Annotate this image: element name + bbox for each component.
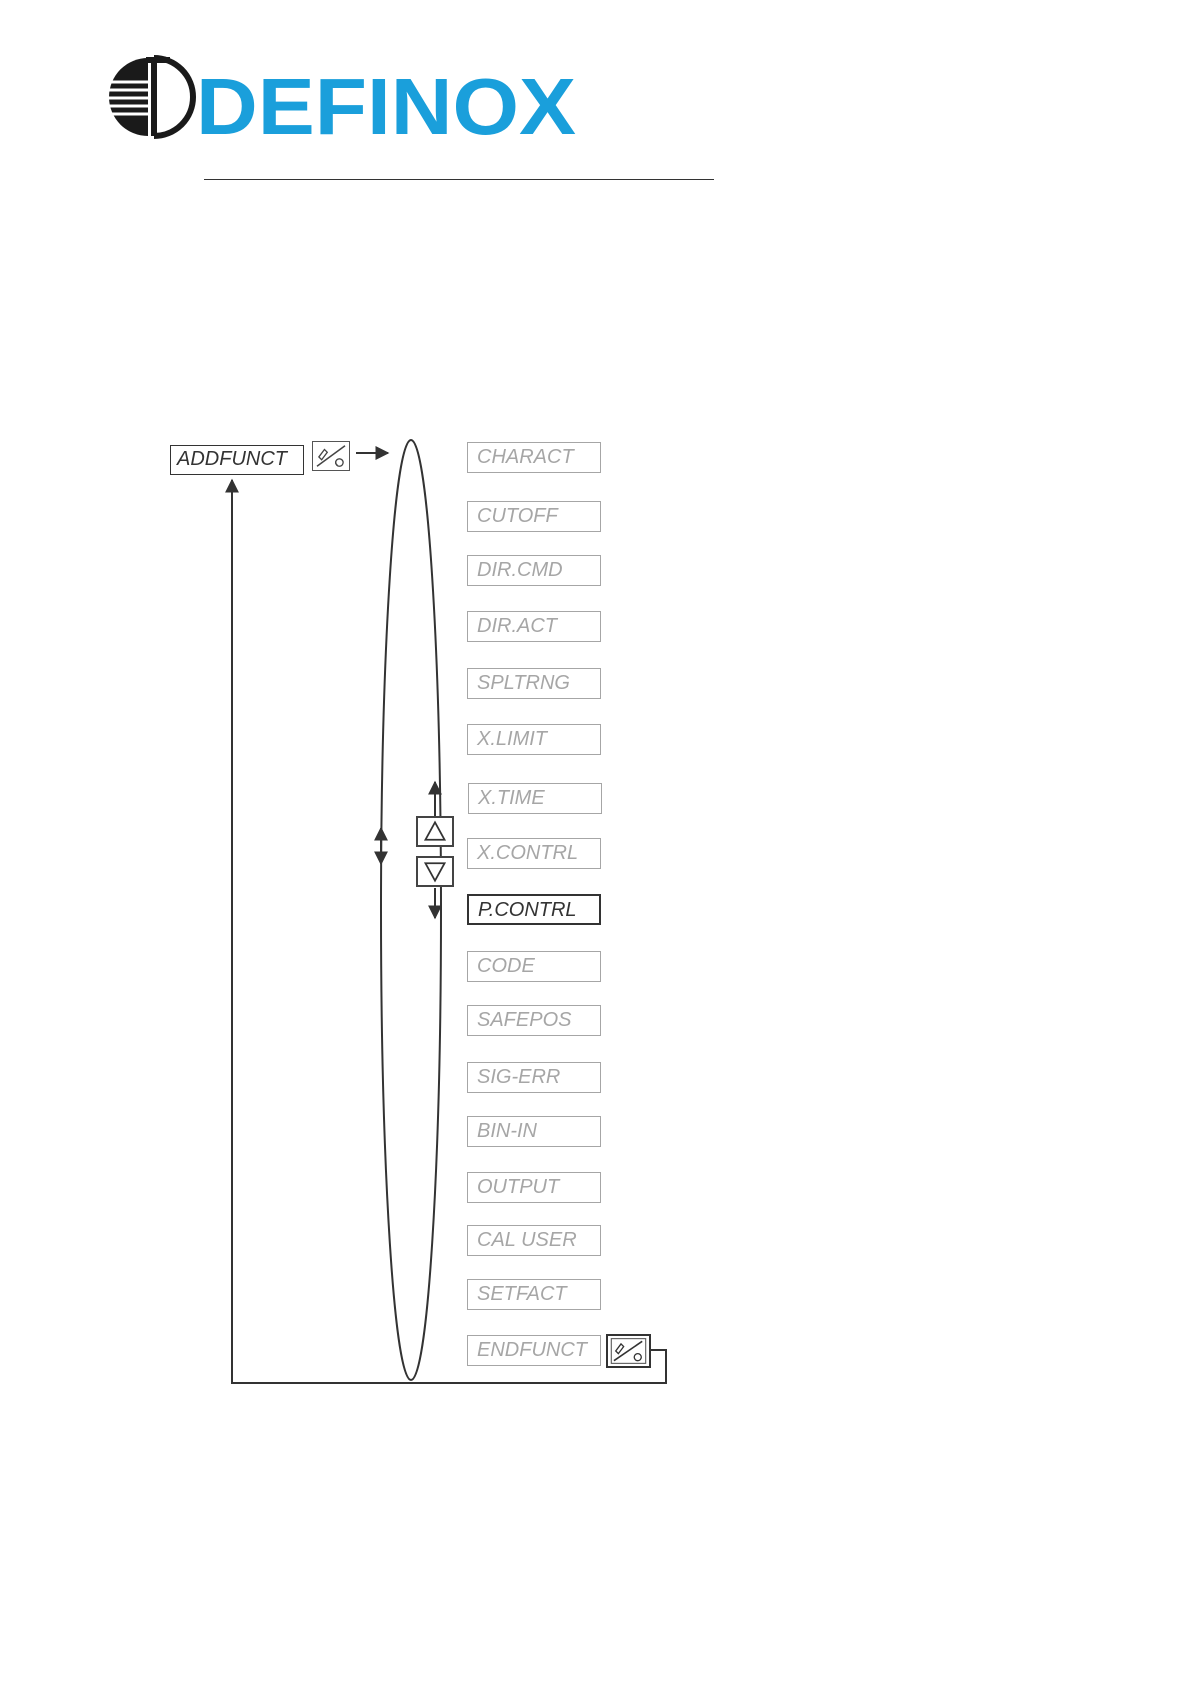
menu-item-dir-cmd[interactable]: DIR.CMD bbox=[467, 555, 601, 586]
menu-item-spltrng[interactable]: SPLTRNG bbox=[467, 668, 601, 699]
up-arrow-button[interactable] bbox=[416, 816, 454, 847]
menu-item-endfunct[interactable]: ENDFUNCT bbox=[467, 1335, 601, 1366]
menu-item-p-contrl[interactable]: P.CONTRL bbox=[467, 894, 601, 925]
menu-item-code[interactable]: CODE bbox=[467, 951, 601, 982]
enter-menu-icon[interactable] bbox=[312, 441, 350, 471]
exit-menu-icon[interactable] bbox=[606, 1334, 651, 1368]
menu-item-safepos[interactable]: SAFEPOS bbox=[467, 1005, 601, 1036]
down-arrow-button[interactable] bbox=[416, 856, 454, 887]
down-arrow-icon bbox=[418, 858, 452, 885]
menu-cycle-loop bbox=[381, 440, 441, 1380]
menu-item-cal-user[interactable]: CAL USER bbox=[467, 1225, 601, 1256]
menu-item-bin-in[interactable]: BIN-IN bbox=[467, 1116, 601, 1147]
menu-item-x-contrl[interactable]: X.CONTRL bbox=[467, 838, 601, 869]
menu-item-output[interactable]: OUTPUT bbox=[467, 1172, 601, 1203]
menu-item-setfact[interactable]: SETFACT bbox=[467, 1279, 601, 1310]
menu-item-dir-act[interactable]: DIR.ACT bbox=[467, 611, 601, 642]
menu-item-x-time[interactable]: X.TIME bbox=[468, 783, 602, 814]
addfunct-box[interactable]: ADDFUNCT bbox=[170, 445, 304, 475]
menu-item-charact[interactable]: CHARACT bbox=[467, 442, 601, 473]
menu-item-sig-err[interactable]: SIG-ERR bbox=[467, 1062, 601, 1093]
up-arrow-icon bbox=[418, 818, 452, 845]
menu-item-x-limit[interactable]: X.LIMIT bbox=[467, 724, 601, 755]
menu-item-cutoff[interactable]: CUTOFF bbox=[467, 501, 601, 532]
